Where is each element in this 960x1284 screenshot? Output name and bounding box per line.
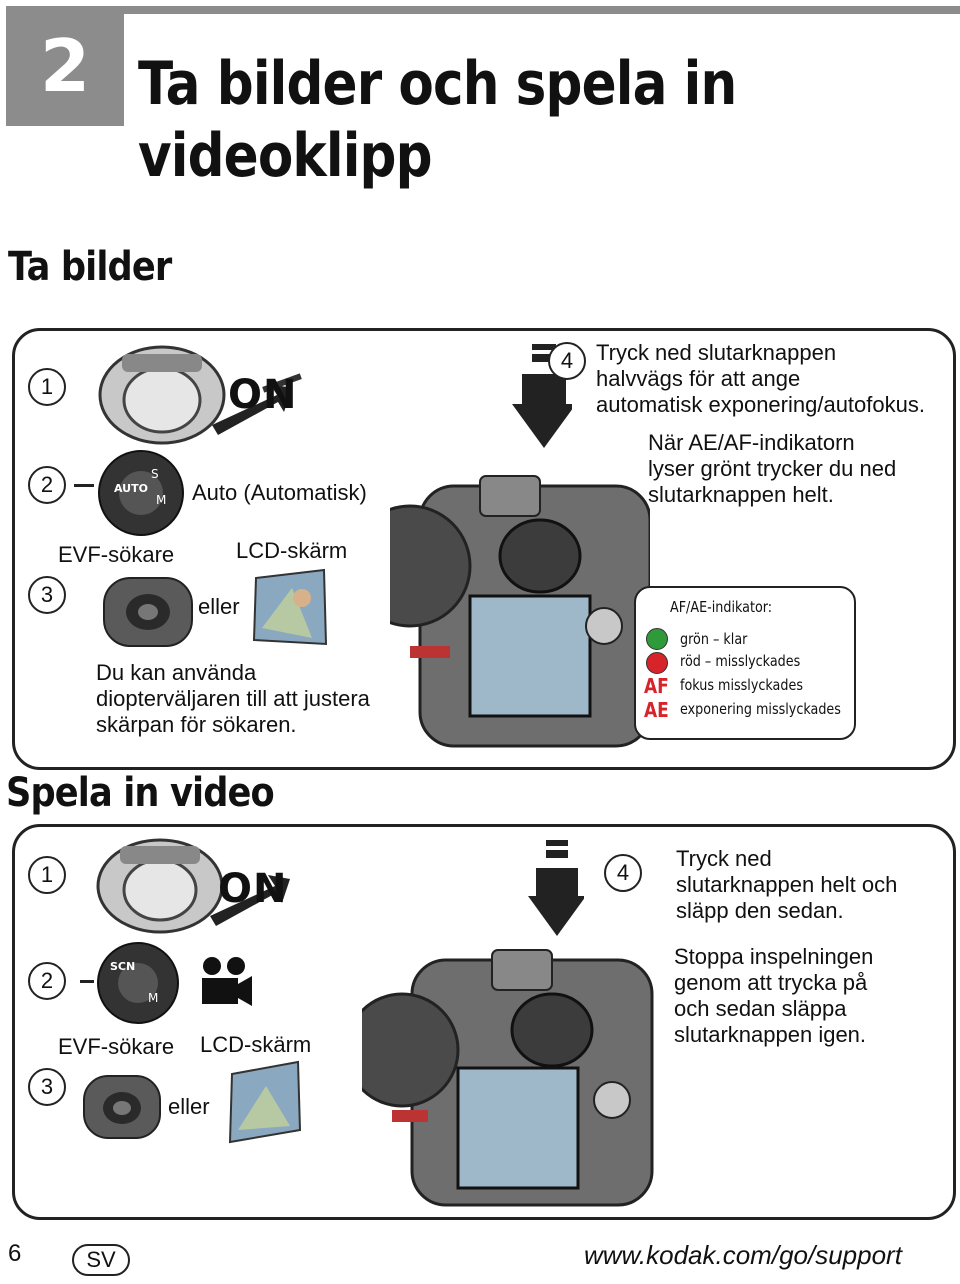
chapter-number: 2 — [6, 6, 124, 126]
step-number: 3 — [28, 1068, 66, 1106]
lcd-label: LCD-skärm — [236, 538, 348, 563]
on-label: ON — [228, 372, 298, 418]
auto-label: Auto (Automatisk) — [192, 480, 367, 505]
language-badge: SV — [72, 1244, 130, 1276]
lcd-screen-icon — [228, 1060, 302, 1144]
afae-instruction: När AE/AF-indikatorn lyser grönt trycker… — [648, 430, 897, 507]
ae-mark-icon: AE — [644, 698, 669, 722]
red-indicator-icon — [646, 652, 668, 674]
step4-text: Tryck ned slutarknappen helt och släpp d… — [676, 846, 898, 923]
svg-text:AUTO: AUTO — [114, 482, 148, 495]
indicator-ae: exponering misslyckades — [680, 700, 841, 718]
diopter-text: Du kan använda diopterväljaren till att … — [96, 660, 370, 737]
stop-recording-text: Stoppa inspelningen genom att trycka på … — [674, 944, 874, 1047]
or-label: eller — [168, 1094, 210, 1119]
header-rule — [124, 6, 960, 14]
indicator-af: fokus misslyckades — [680, 676, 803, 694]
evf-label: EVF-sökare — [58, 1034, 175, 1059]
page-number: 6 — [8, 1240, 22, 1267]
power-switch-icon — [96, 838, 290, 934]
or-label: eller — [198, 594, 240, 619]
lcd-screen-icon — [252, 568, 328, 646]
step-number: 2 — [28, 962, 66, 1000]
viewfinder-icon — [83, 1075, 161, 1139]
step-number: 4 — [548, 342, 586, 380]
step-number: 2 — [28, 466, 66, 504]
video-camera-icon — [202, 957, 252, 1006]
step-number: 4 — [604, 854, 642, 892]
evf-label: EVF-sökare — [58, 542, 175, 567]
section-heading-spela-in-video: Spela in video — [6, 770, 275, 816]
afae-indicator-callout — [634, 586, 856, 740]
af-mark-icon: AF — [644, 674, 669, 698]
mode-dial-icon: SCN M — [97, 942, 179, 1024]
dash-line — [74, 484, 94, 487]
section-heading-ta-bilder: Ta bilder — [8, 244, 172, 290]
indicator-red: röd – misslyckades — [680, 652, 801, 670]
step4-text: Tryck ned slutarknappen halvvägs för att… — [596, 340, 925, 417]
press-arrow-icon — [512, 344, 572, 448]
mode-dial-icon: AUTO S M — [98, 450, 184, 536]
svg-text:M: M — [156, 493, 166, 507]
lcd-label: LCD-skärm — [200, 1032, 312, 1057]
svg-text:SCN: SCN — [110, 960, 135, 973]
viewfinder-icon — [103, 577, 193, 647]
camera-back-illustration — [362, 949, 654, 1207]
green-indicator-icon — [646, 628, 668, 650]
step-number: 3 — [28, 576, 66, 614]
indicator-title: AF/AE-indikator: — [670, 598, 773, 616]
camera-back-illustration — [390, 475, 650, 748]
press-arrow-icon — [528, 840, 584, 936]
indicator-green: grön – klar — [680, 630, 748, 648]
chapter-title: Ta bilder och spela in videoklipp — [138, 49, 737, 191]
dash-line — [80, 980, 94, 983]
step-number: 1 — [28, 368, 66, 406]
svg-text:M: M — [148, 991, 158, 1005]
power-switch-icon — [98, 345, 302, 445]
support-url[interactable]: www.kodak.com/go/support — [584, 1240, 902, 1270]
svg-text:S: S — [151, 467, 159, 481]
on-label: ON — [218, 866, 288, 912]
step-number: 1 — [28, 856, 66, 894]
